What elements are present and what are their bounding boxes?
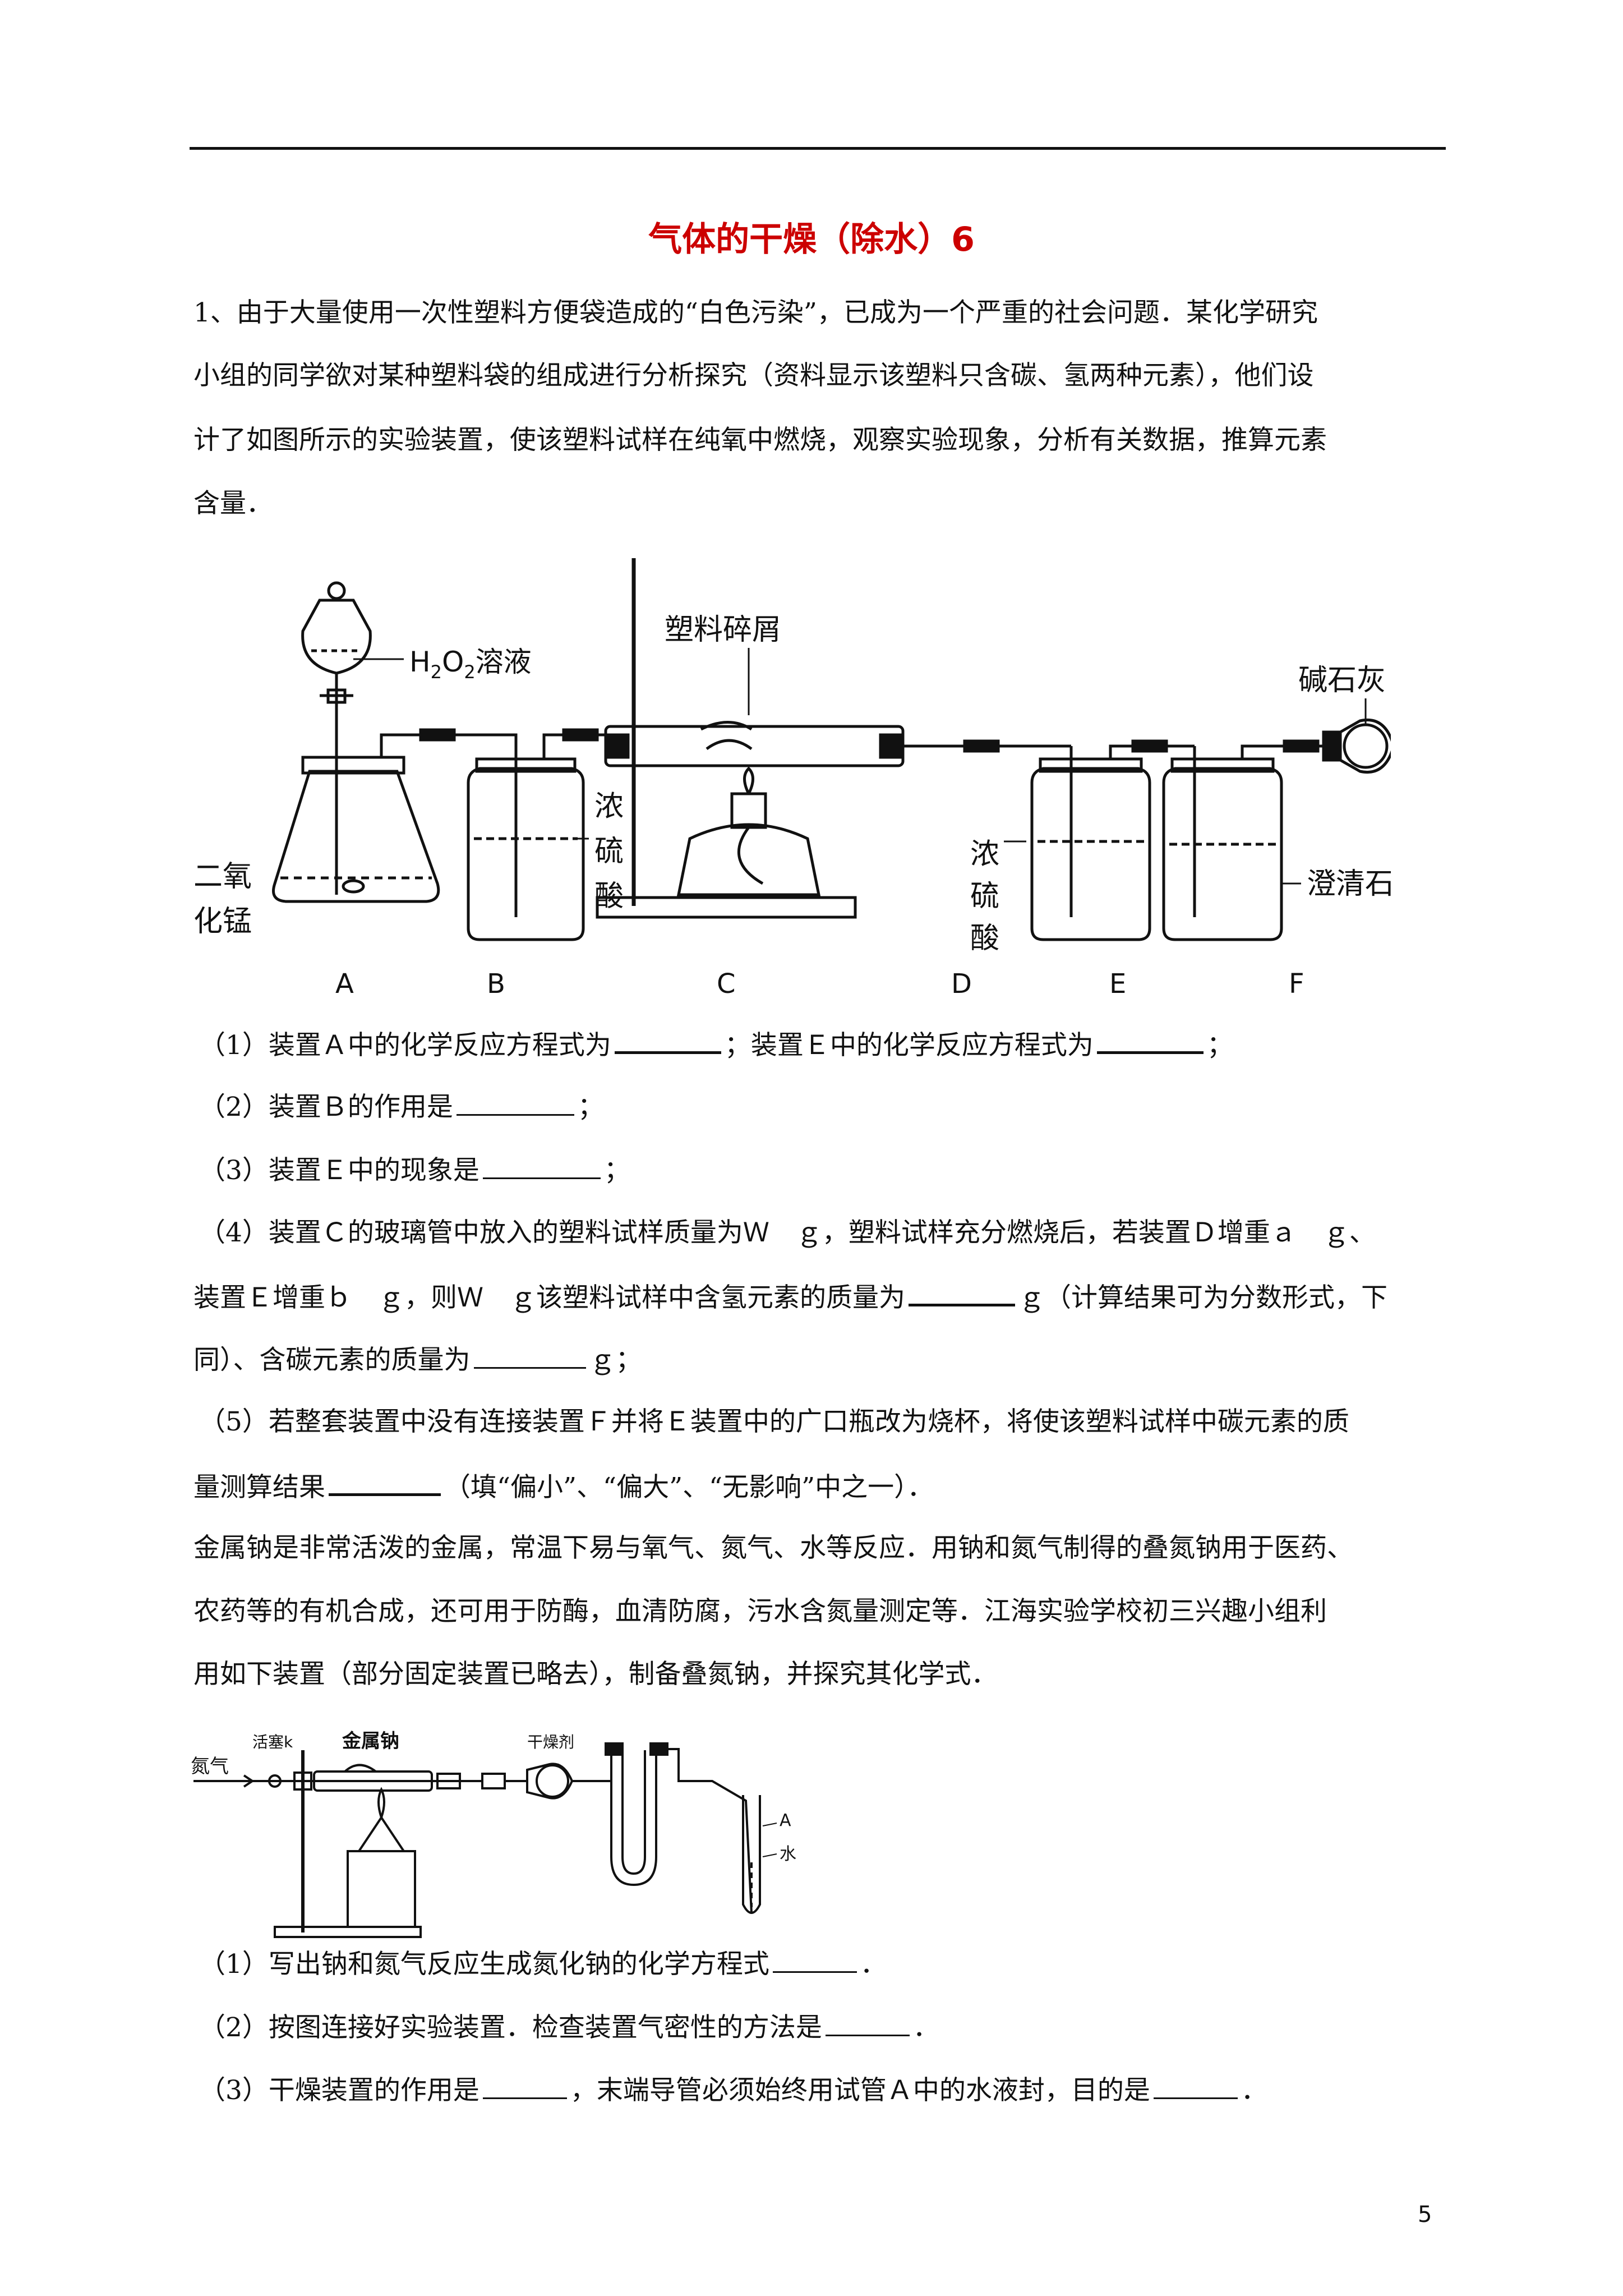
blank-3[interactable] (456, 1089, 574, 1116)
bottle-b (467, 767, 585, 941)
label-acid-d-2: 硫 (970, 880, 999, 913)
blank-9[interactable] (825, 2010, 910, 2036)
blank-1[interactable] (614, 1027, 721, 1054)
drying-tube-f (1339, 719, 1391, 774)
funnel-stopper (327, 581, 346, 600)
label-acid-b-3: 酸 (594, 880, 624, 913)
label-b: B (487, 968, 505, 1000)
svg-text:H2O2溶液: H2O2溶液 (409, 646, 532, 683)
blank-11[interactable] (1153, 2073, 1238, 2099)
q2-line-1: （1）写出钠和氮气反应生成氮化钠的化学方程式． (199, 1947, 1455, 1981)
intro2-line-3: 用如下装置（部分固定装置已略去），制备叠氮钠，并探究其化学式． (193, 1659, 998, 1690)
label-desiccant: 干燥剂 (527, 1733, 574, 1751)
intro2-line-1: 金属钠是非常活泼的金属，常温下易与氧气、氮气、水等反应．用钠和氮气制得的叠氮钠用… (193, 1533, 1353, 1563)
q1-line-8: 量测算结果（填“偏小”、“偏大”、“无影响”中之一）． (193, 1469, 1450, 1504)
label-limewater: 澄清石灰水 (1307, 867, 1391, 901)
label-a: A (335, 968, 354, 1000)
label-acid-d-1: 浓 (970, 838, 999, 871)
reaction-tube (313, 1770, 433, 1792)
apparatus-figure-1: H2O2溶液 塑料碎屑 碱石灰 二氧 化锰 浓 硫 酸 浓 硫 酸 澄清石灰水 … (193, 558, 1391, 1000)
apparatus-figure-2: 氮气 活塞k 金属钠 干燥剂 A 水 (191, 1730, 796, 1938)
label-nitrogen: 氮气 (191, 1755, 229, 1778)
label-acid-b-1: 浓 (594, 790, 624, 823)
label-water: 水 (780, 1844, 796, 1864)
q1-line-7: （5）若整套装置中没有连接装置Ｆ并将Ｅ装置中的广口瓶改为烧杯，将使该塑料试样中碳… (199, 1406, 1349, 1437)
intro1-line-2: 小组的同学欲对某种塑料袋的组成进行分析探究（资料显示该塑料只含碳、氢两种元素），… (193, 360, 1314, 391)
separatory-funnel (301, 599, 372, 675)
label-soda-lime: 碱石灰 (1298, 664, 1386, 697)
intro1-line-3: 计了如图所示的实验装置，使该塑料试样在纯氧中燃烧，观察实验现象，分析有关数据，推… (193, 425, 1327, 455)
q1-line-3: （3）装置Ｅ中的现象是； (199, 1153, 1455, 1188)
intro1-line-4: 含量． (193, 488, 273, 519)
label-d: D (951, 968, 972, 1000)
u-tube (610, 1750, 657, 1887)
q2-line-3: （3）干燥装置的作用是，末端导管必须始终用试管Ａ中的水液封，目的是． (199, 2073, 1455, 2108)
burner (347, 1850, 416, 1928)
q1-line-4: （4）装置Ｃ的玻璃管中放入的塑料试样质量为Ｗ ｇ，塑料试样充分燃烧后，若装置Ｄ增… (199, 1217, 1376, 1248)
label-f: F (1289, 968, 1304, 1000)
blank-10[interactable] (482, 2073, 567, 2099)
stand-base (596, 896, 857, 919)
label-sodium: 金属钠 (342, 1730, 399, 1752)
header-rule (190, 147, 1446, 150)
blank-8[interactable] (772, 1947, 857, 1973)
label-c: C (717, 968, 736, 1000)
page-number: 5 (1418, 2202, 1432, 2228)
blank-7[interactable] (329, 1469, 441, 1496)
label-acid-d-3: 酸 (970, 922, 999, 955)
document-title: 气体的干燥（除水）6 (648, 220, 975, 259)
label-acid-b-2: 硫 (594, 835, 624, 868)
h2o2-sub-1: 2 (431, 661, 442, 683)
q1-line-2: （2）装置Ｂ的作用是； (199, 1089, 1455, 1124)
alcohol-lamp (676, 823, 821, 896)
label-stopcock: 活塞k (252, 1733, 293, 1751)
blank-4[interactable] (482, 1153, 601, 1179)
h2o2-label-o: O (442, 646, 464, 678)
bottle-e (1162, 767, 1283, 941)
blank-2[interactable] (1096, 1027, 1204, 1054)
intro2-line-2: 农药等的有机合成，还可用于防酶，血清防腐，污水含氮量测定等．江海实验学校初三兴趣… (193, 1596, 1327, 1627)
q2-line-2: （2）按图连接好实验装置．检查装置气密性的方法是． (199, 2010, 1455, 2045)
h2o2-label-solution: 溶液 (476, 646, 532, 678)
blank-6[interactable] (473, 1342, 586, 1369)
conical-flask (272, 770, 440, 903)
drying-tube (526, 1763, 574, 1800)
label-mno2-2: 化锰 (193, 905, 252, 938)
label-mno2-1: 二氧 (193, 860, 252, 894)
label-tube-a: A (780, 1811, 791, 1830)
bottle-d (1030, 767, 1151, 941)
intro1-line-1: 1、由于大量使用一次性塑料方便袋造成的“白色污染”，已成为一个严重的社会问题．某… (193, 297, 1318, 328)
h2o2-label-h: H (409, 646, 431, 678)
blank-5[interactable] (909, 1279, 1015, 1306)
h2o2-sub-2: 2 (464, 661, 475, 683)
label-plastic: 塑料碎屑 (665, 613, 781, 647)
test-tube-a (742, 1795, 761, 1914)
stopcock (268, 1774, 282, 1788)
q1-line-1: （1）装置Ａ中的化学反应方程式为；装置Ｅ中的化学反应方程式为； (199, 1027, 1455, 1062)
label-e: E (1109, 968, 1126, 1000)
combustion-tube (604, 725, 905, 767)
flask-stopper (301, 756, 405, 775)
